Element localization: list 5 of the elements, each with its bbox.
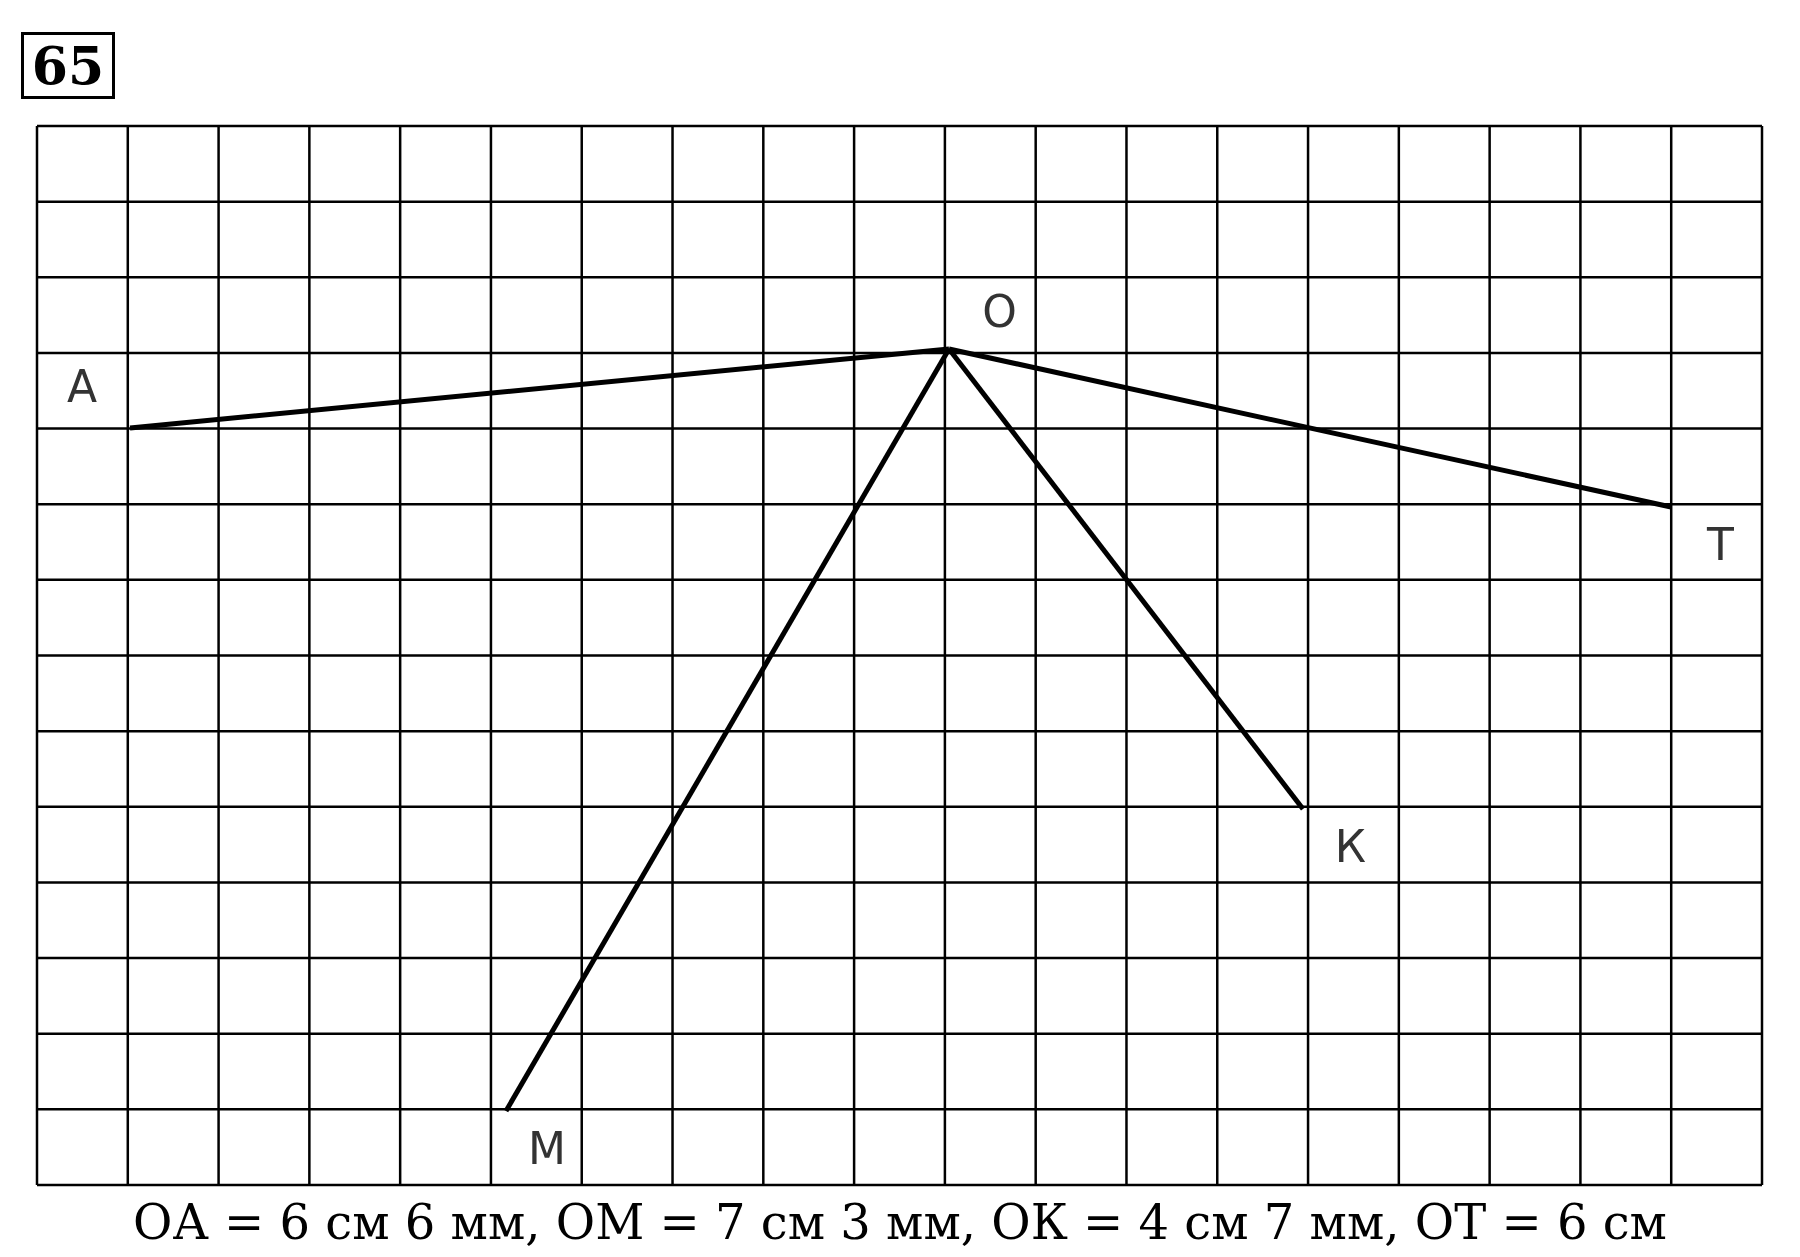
problem-number: 65 [21, 32, 115, 99]
caption: ОА = 6 см 6 мм, ОМ = 7 см 3 мм, ОК = 4 см 7 мм, ОТ = 6 см [133, 1193, 1667, 1252]
line-segment [947, 347, 1305, 811]
line-segment [129, 346, 950, 431]
line-segment [948, 346, 1672, 510]
